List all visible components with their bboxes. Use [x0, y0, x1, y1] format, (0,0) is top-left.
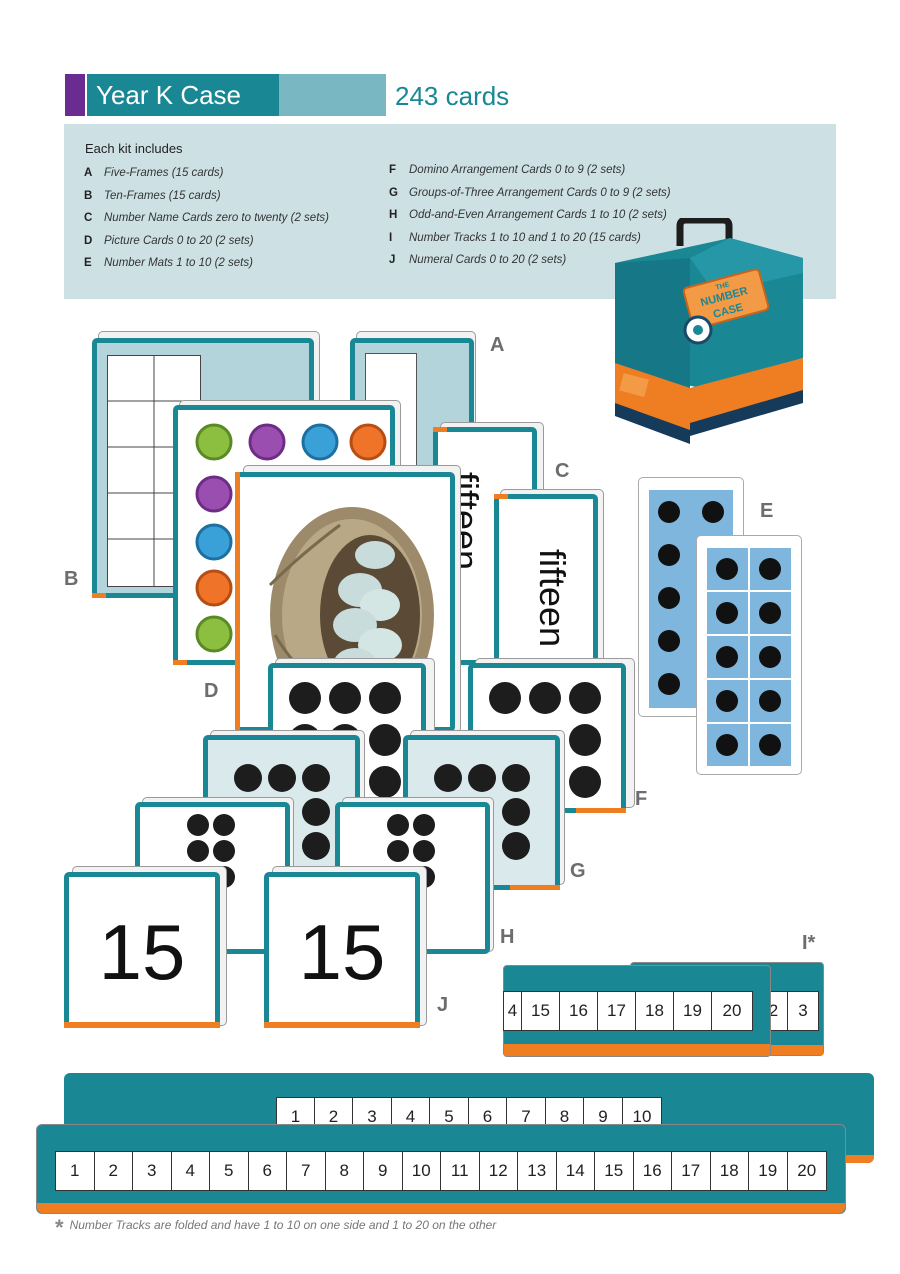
- case-label-line1: THE: [715, 281, 731, 291]
- track-cell: 7: [287, 1152, 326, 1190]
- card-count: 243 cards: [395, 81, 510, 111]
- track-cell: 1: [56, 1152, 95, 1190]
- track-cell: 3: [133, 1152, 172, 1190]
- label-b: B: [64, 568, 79, 590]
- track-cell: 17: [672, 1152, 711, 1190]
- number-case-illustration: THE NUMBER CASE: [615, 218, 803, 444]
- folded-track-front-cells: 4 15 16 17 18 19 20: [503, 991, 753, 1031]
- track-cell: 9: [364, 1152, 403, 1190]
- track-cell: 13: [518, 1152, 557, 1190]
- track-cell: 15: [595, 1152, 634, 1190]
- folded-track-front-orange: [504, 1044, 770, 1056]
- track-cell: 1: [277, 1098, 315, 1136]
- label-i: I*: [802, 932, 816, 954]
- footnote-star: *: [55, 1215, 64, 1240]
- track-cell: 2: [760, 992, 788, 1030]
- page-title: Year K Case: [87, 74, 279, 116]
- number-track-front-orange: [37, 1203, 845, 1213]
- groups-dots-right: [434, 764, 530, 860]
- footnote: * Number Tracks are folded and have 1 to …: [55, 1215, 496, 1241]
- picture-card-orange-edge: [235, 472, 240, 730]
- numeral-orange-edge-right: [264, 1022, 420, 1028]
- track-cell: 18: [636, 992, 674, 1030]
- track-cell: 20: [797, 1161, 817, 1180]
- track-cell: 11: [441, 1152, 480, 1190]
- label-c: C: [555, 460, 570, 482]
- bottle-caps-image: [195, 423, 387, 653]
- groups-orange-edge: [510, 885, 560, 890]
- track-cell: 17: [598, 992, 636, 1030]
- track-cell: 20: [722, 1001, 742, 1020]
- kit-contents-title: Each kit includes: [85, 141, 183, 156]
- caps-card-orange-corner: [173, 660, 187, 665]
- track-cell: 8: [326, 1152, 364, 1190]
- track-cell: 3: [798, 1001, 808, 1020]
- label-f: F: [635, 788, 648, 810]
- groups-dots-left: [234, 764, 330, 860]
- number-word-front: fifteen: [532, 549, 573, 648]
- track-cell: 16: [560, 992, 598, 1030]
- track-cell: 15: [522, 992, 560, 1030]
- label-g: G: [570, 860, 586, 882]
- track-cell: 6: [469, 1098, 507, 1136]
- domino-dots-right: [489, 682, 601, 798]
- numeral-card-left: 15: [64, 872, 220, 1028]
- label-e: E: [760, 500, 774, 522]
- track-cell: 16: [634, 1152, 672, 1190]
- folded-track-front: 4 15 16 17 18 19 20: [503, 965, 771, 1057]
- track-cell: 7: [507, 1098, 546, 1136]
- label-d: D: [204, 680, 219, 702]
- numeral-card-right: 15: [264, 872, 420, 1028]
- label-j: J: [437, 994, 449, 1016]
- track-cell: 4: [172, 1152, 210, 1190]
- header-light-bar: [279, 74, 386, 116]
- track-cell: 5: [210, 1152, 249, 1190]
- numeral-right: 15: [298, 908, 386, 996]
- number-mat-front-grid: [707, 548, 791, 766]
- track-cell: 19: [674, 992, 712, 1030]
- track-cell: 2: [95, 1152, 133, 1190]
- track-cell: 5: [430, 1098, 469, 1136]
- track-cell: 10: [632, 1107, 652, 1126]
- footnote-text: Number Tracks are folded and have 1 to 1…: [69, 1218, 497, 1232]
- domino-dots-left: [289, 682, 401, 798]
- number-name-front-orange-corner: [494, 494, 508, 499]
- number-track-front-cells: 1 2 3 4 5 6 7 8 9 10 11 12 13 14 15 16 1…: [55, 1151, 827, 1191]
- track-cell: 10: [403, 1152, 441, 1190]
- track-cell: 18: [711, 1152, 749, 1190]
- track-cell: 9: [584, 1098, 623, 1136]
- track-cell: 19: [749, 1152, 788, 1190]
- track-cell: 12: [480, 1152, 518, 1190]
- domino-orange-edge: [576, 808, 626, 813]
- track-cell: 3: [353, 1098, 392, 1136]
- numeral-left: 15: [98, 908, 186, 996]
- mat-front: [696, 535, 802, 775]
- ten-frame-orange-corner: [92, 593, 106, 598]
- track-cell: 6: [249, 1152, 287, 1190]
- track-cell: 4: [504, 992, 522, 1030]
- number-name-orange-corner: [433, 427, 447, 432]
- numeral-orange-edge-left: [64, 1022, 220, 1028]
- track-cell: 8: [546, 1098, 584, 1136]
- label-h: H: [500, 926, 515, 948]
- header-accent-bar: [65, 74, 85, 116]
- number-track-front: 1 2 3 4 5 6 7 8 9 10 11 12 13 14 15 16 1…: [36, 1124, 846, 1214]
- track-cell: 4: [392, 1098, 430, 1136]
- track-cell: 14: [557, 1152, 595, 1190]
- label-a: A: [490, 334, 505, 356]
- track-cell: 2: [315, 1098, 353, 1136]
